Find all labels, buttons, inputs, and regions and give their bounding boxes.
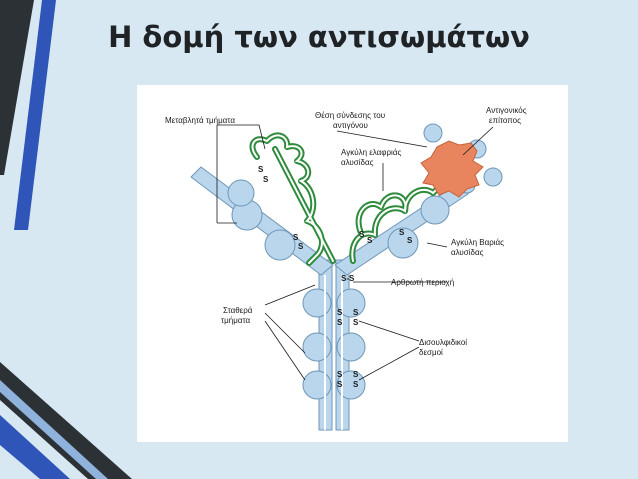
constant-domain-loop — [336, 370, 366, 400]
left-stripe-blue — [14, 0, 56, 230]
leader-lines — [216, 124, 494, 381]
label-light-chain-2: αλυσίδας — [341, 158, 374, 167]
heavy-chain-loop — [420, 195, 450, 225]
disulfide-s: S — [293, 233, 299, 242]
antigen-epitope-blob — [420, 140, 484, 198]
heavy-chain-loop — [483, 167, 503, 187]
bottom-stripe-dark — [0, 362, 132, 479]
disulfide-s: S — [298, 242, 304, 251]
label-variable-regions: Μεταβλητά τμήματα — [165, 116, 235, 125]
antibody-diagram: S S S S S S S S S-S S S S S S S S S Μετα… — [165, 106, 527, 431]
label-disulfide-1: Δισουλφιδικοί — [419, 338, 467, 347]
label-heavy-chain-2: αλυσίδας — [451, 248, 484, 257]
label-binding-site-1: Θέση σύνδεσης του — [315, 111, 385, 120]
disulfide-s: S — [353, 380, 359, 389]
disulfide-s: S — [399, 228, 405, 237]
slide-title: Η δομή των αντισωμάτων — [108, 20, 530, 54]
disulfide-s: S — [337, 370, 343, 379]
label-epitope-1: Αντιγονικός — [486, 106, 527, 115]
label-hinge-region: Αρθρωτή περιοχή — [391, 278, 454, 287]
disulfide-s: S — [353, 318, 359, 327]
disulfide-s: S — [263, 175, 269, 184]
disulfide-s: S — [407, 236, 413, 245]
disulfide-s: S — [359, 230, 365, 239]
left-stripe-dark — [0, 0, 34, 175]
disulfide-s: S — [367, 236, 373, 245]
disulfide-s: S — [337, 308, 343, 317]
label-light-chain-1: Αγκύλη ελαφριάς — [341, 148, 401, 157]
bottom-stripe-light — [0, 380, 108, 479]
heavy-chain-loop — [264, 229, 296, 261]
disulfide-s: S — [353, 308, 359, 317]
label-disulfide-2: δεσμοί — [419, 348, 443, 357]
bottom-stripe-blue — [0, 415, 70, 479]
constant-domain-loop — [336, 332, 366, 362]
disulfide-s: S — [353, 370, 359, 379]
heavy-chain-loop — [423, 123, 443, 143]
label-heavy-chain-1: Αγκύλη Βαριάς — [451, 238, 504, 247]
heavy-chain-loop — [387, 227, 419, 259]
antibody-figure: S S S S S S S S S-S S S S S S S S S Μετα… — [137, 85, 568, 442]
constant-domain-loop — [302, 332, 332, 362]
heavy-chains — [190, 166, 469, 431]
constant-domain-loop — [302, 288, 332, 318]
label-epitope-2: επίτοπος — [489, 116, 521, 125]
hinge-ss: S-S — [341, 274, 355, 283]
heavy-chain-loop — [227, 179, 255, 207]
constant-domain-loop — [336, 288, 366, 318]
label-binding-site-2: αντιγόνου — [333, 121, 368, 130]
label-constant-regions-2: τμήματα — [221, 316, 251, 325]
constant-domain-loop — [302, 370, 332, 400]
disulfide-s: S — [337, 380, 343, 389]
label-constant-regions-1: Σταθερά — [223, 306, 253, 315]
disulfide-s: S — [258, 165, 264, 174]
disulfide-s: S — [337, 318, 343, 327]
